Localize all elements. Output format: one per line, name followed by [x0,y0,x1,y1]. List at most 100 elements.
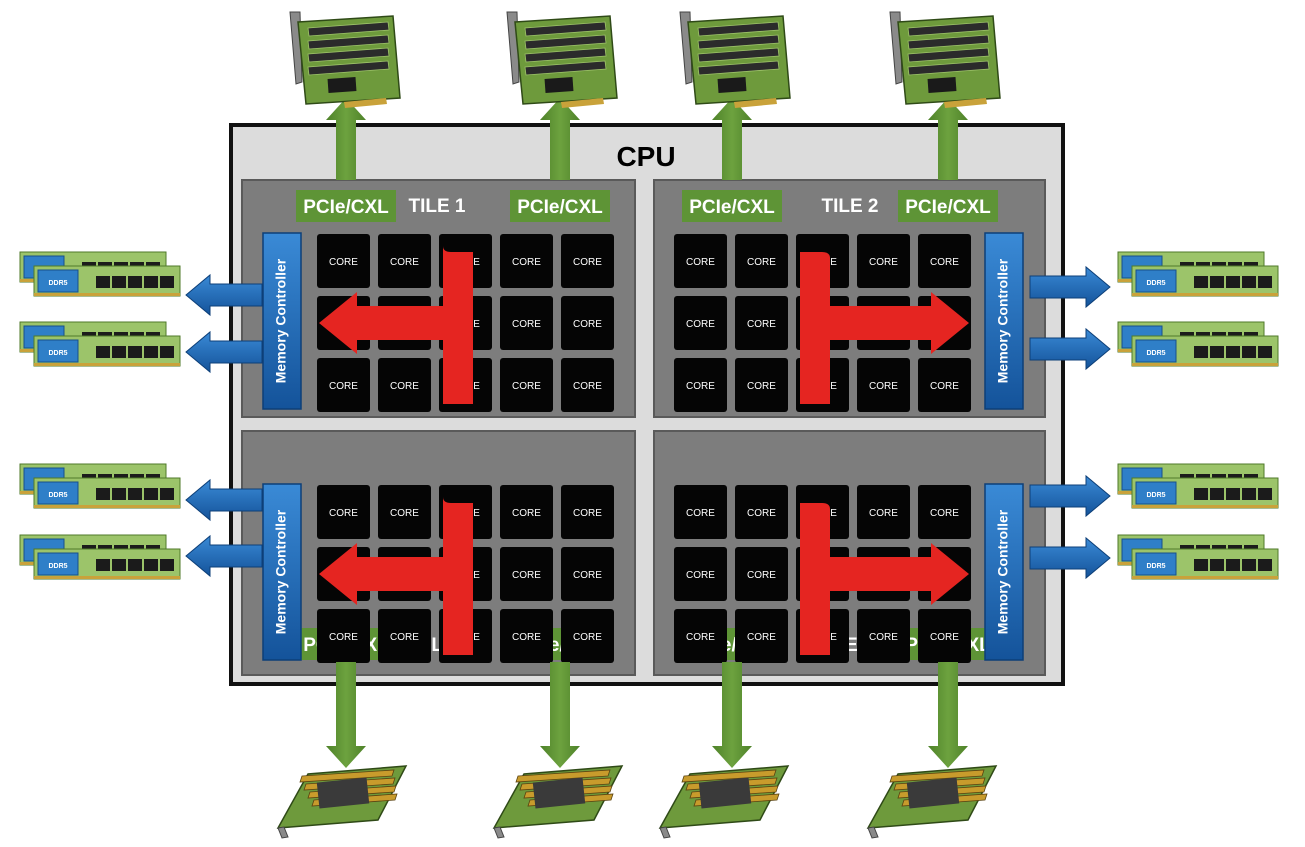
core [378,234,431,288]
card-dimm-slot [524,21,607,37]
card-dimm-slot [697,21,780,37]
core [857,234,910,288]
card-chip [927,77,957,93]
core [674,358,727,412]
core-label: CORE [869,632,898,643]
core-label: CORE [747,381,776,392]
dimm-chip [1226,559,1240,571]
dimm-label-plate [37,552,79,576]
dimm-label: DDR5 [1146,492,1165,499]
pcie-link-arrow [928,98,968,180]
memory-channel-arrow [185,273,263,317]
pcie-cxl-label: PCIe/CXL [905,197,991,218]
pcie-cxl-block [510,190,610,222]
pcie-link-arrow [326,98,366,180]
core [918,485,971,539]
dimm-gold-edge [1132,505,1278,508]
pcie-cxl-label: PCIe/CXL [517,197,603,218]
dimm-chip [1242,276,1256,288]
core [735,485,788,539]
dimm-chip [144,488,158,500]
card-bracket [493,826,505,839]
dimm-label: DDR5 [1146,350,1165,357]
dimm-chip [160,488,174,500]
memory-controller [262,232,302,410]
card-dimm-slot [307,34,390,50]
cxl-memory-card [289,11,401,108]
core [317,485,370,539]
core-label: CORE [686,632,715,643]
dimm-chip [160,346,174,358]
memory-controller-label: Memory Controller [273,509,289,634]
card-gold-fingers [734,98,777,108]
dimm-chip [112,488,126,500]
core-label: CORE [686,257,715,268]
core-label: CORE [573,381,602,392]
interconnect-arrow [319,246,473,404]
card-dimm [299,769,395,783]
card-dimm [889,769,985,783]
dimm-chip [1226,488,1240,500]
core [317,609,370,663]
core-label: CORE [512,570,541,581]
core-label: CORE [930,381,959,392]
core [674,547,727,601]
core [500,296,553,350]
card-gold-fingers [944,98,987,108]
dimm-chip [1226,346,1240,358]
dimm-chip [1226,276,1240,288]
card-dimm-slot [524,47,607,63]
core-label: CORE [329,632,358,643]
dimm-gold-edge [34,576,180,579]
memory-channel-arrow [1029,327,1111,371]
card-dimm-slot [307,60,390,76]
core [857,485,910,539]
cxl-memory-card [679,11,791,108]
core [561,234,614,288]
dimm-chip [144,559,158,571]
core-label: CORE [930,257,959,268]
card-dimm-slot [907,34,990,50]
core [561,547,614,601]
dimm-chip [1194,276,1208,288]
core [561,485,614,539]
dimm-chip [112,559,126,571]
cxl-memory-card [889,11,1001,108]
dimm-chip [144,276,158,288]
dimm-chip [1242,559,1256,571]
pcie-link-arrow [928,662,968,768]
core-label: CORE [512,381,541,392]
cxl-memory-card [492,765,624,839]
interconnect-arrow [319,497,473,655]
core [378,358,431,412]
dimm-gold-edge [34,505,180,508]
pcie-link-arrow [712,662,752,768]
dimm-label-plate [1135,339,1177,363]
pcie-cxl-label: PCIe/CXL [303,197,389,218]
pcie-cxl-label: PCIe/CXL [689,197,775,218]
tile-4: TILE 4PCIe/CXLPCIe/CXLCORECORECORECORECO… [653,430,1046,676]
card-dimm-slot [907,47,990,63]
dimm-chip [1242,488,1256,500]
dimm-chip [1194,559,1208,571]
dimm-label: DDR5 [1146,280,1165,287]
core [674,609,727,663]
dimm-label-plate [1135,269,1177,293]
card-dimm-slot [697,34,780,50]
dimm-chip [1210,346,1224,358]
card-heatsink [532,777,586,809]
core [317,358,370,412]
card-chip [717,77,747,93]
dimm-chip [128,276,142,288]
dimm-gold-edge [34,293,180,296]
interconnect-arrow [800,503,969,655]
dimm-label-plate [37,269,79,293]
dimm-label-plate [37,481,79,505]
card-dimm-slot [907,21,990,37]
